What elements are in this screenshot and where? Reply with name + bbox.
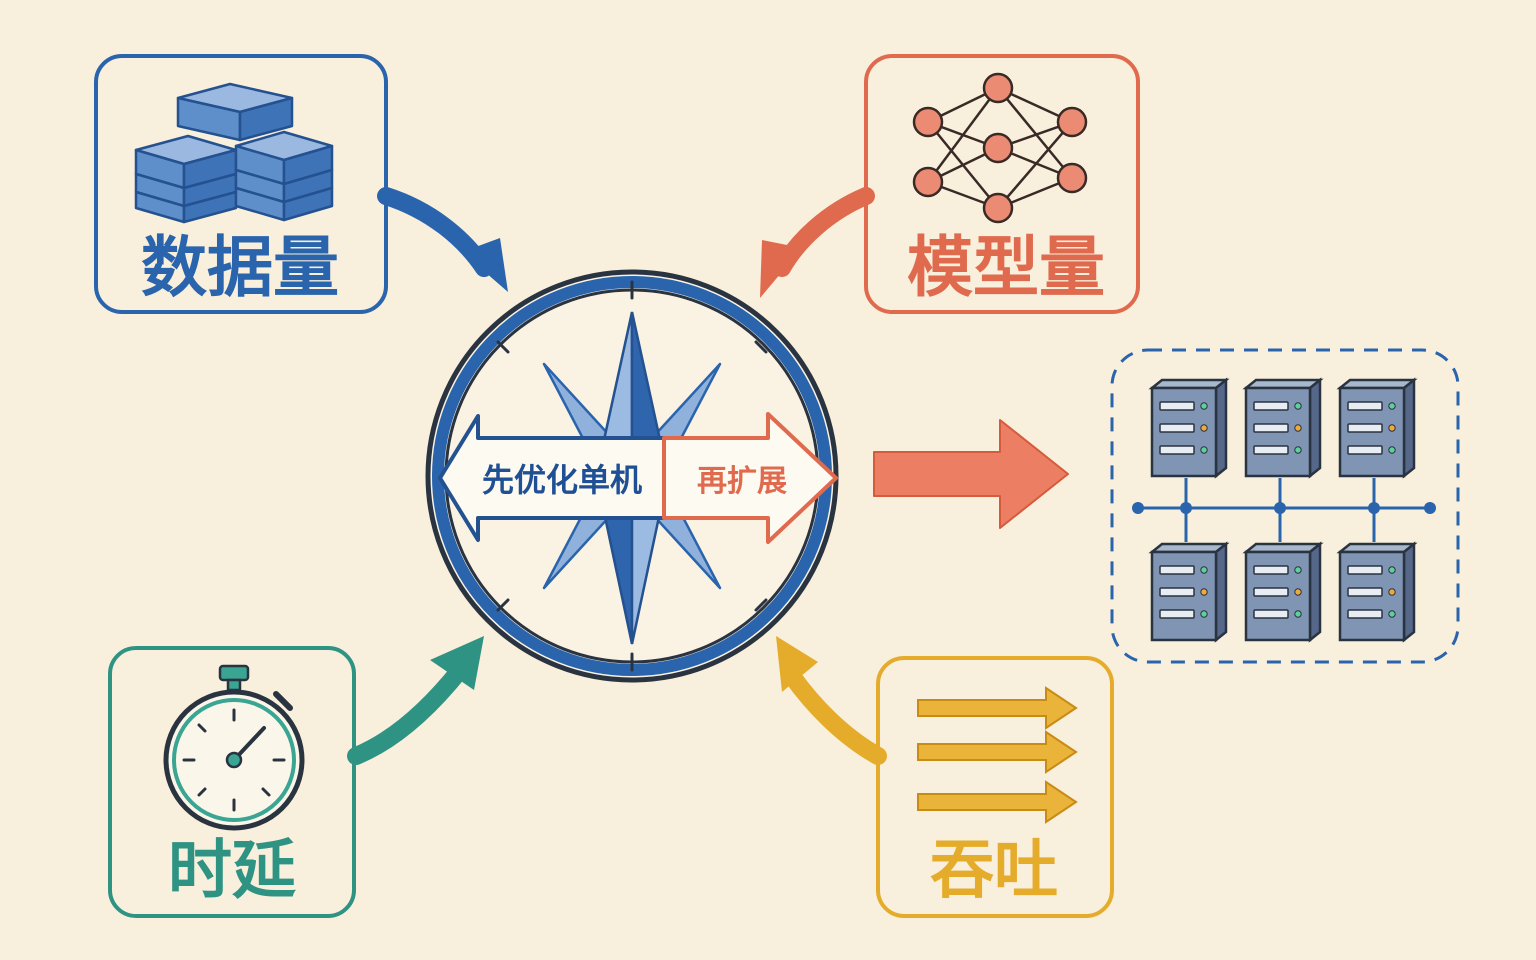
server-icon: [1336, 377, 1418, 479]
data-volume-card: 数据量: [94, 54, 388, 314]
server-icon: [1242, 541, 1324, 643]
throughput-label: 吞吐: [930, 834, 1058, 908]
database-blocks-icon: [134, 82, 334, 224]
server-cluster-icon: [1110, 348, 1460, 664]
data-volume-label: 数据量: [141, 229, 339, 306]
server-icon: [1336, 541, 1418, 643]
model-size-label: 模型量: [907, 229, 1105, 306]
data-volume-arrow: [377, 187, 508, 292]
optimize-single-arrow: [438, 414, 666, 542]
latency-arrow: [347, 636, 484, 765]
optimize-single-label: 先优化单机: [482, 461, 642, 499]
model-size-arrow: [760, 187, 875, 298]
neural-network-icon: [912, 72, 1088, 224]
throughput-arrow: [776, 636, 887, 765]
server-icon: [1242, 377, 1324, 479]
latency-label: 时延: [168, 834, 296, 908]
throughput-card: 吞吐: [876, 656, 1114, 918]
server-icon: [1148, 377, 1230, 479]
model-size-card: 模型量: [864, 54, 1140, 314]
stopwatch-icon: [163, 664, 305, 831]
server-icon: [1148, 541, 1230, 643]
scale-out-big-arrow: [873, 419, 1069, 529]
scale-out-label: 再扩展: [697, 464, 787, 499]
strategy-banner: 先优化单机 再扩展: [438, 412, 838, 544]
scale-out-arrow: [662, 412, 838, 544]
latency-card: 时延: [108, 646, 356, 918]
parallel-arrows-icon: [917, 686, 1078, 824]
